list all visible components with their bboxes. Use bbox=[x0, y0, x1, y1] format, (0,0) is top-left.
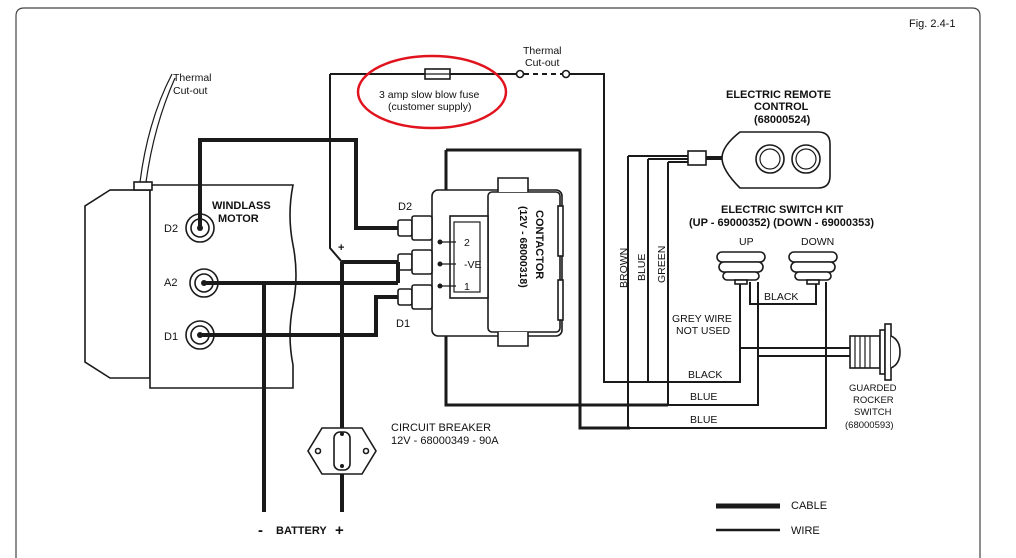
cable-motor-d1 bbox=[200, 295, 398, 337]
thermal-cutout-label: Thermal bbox=[523, 45, 562, 57]
power-cables bbox=[198, 138, 398, 512]
switch-up-label: UP bbox=[739, 236, 754, 248]
guarded-rocker-switch bbox=[849, 323, 901, 381]
wire-label-black: BLACK bbox=[688, 369, 722, 381]
wire-blue-to-down bbox=[630, 282, 827, 429]
wire-thermal-to-brown bbox=[568, 73, 648, 383]
motor-d1-label: D1 bbox=[164, 331, 178, 343]
motor-thermal-leads bbox=[139, 73, 176, 183]
grey-wire-label: GREY WIRE bbox=[672, 313, 732, 325]
legend-wire-label: WIRE bbox=[791, 525, 820, 537]
wire-remote-bundle bbox=[628, 155, 688, 163]
legend: CABLE WIRE bbox=[716, 500, 827, 537]
contactor-term-2-label: 2 bbox=[464, 237, 470, 249]
battery-plus: + bbox=[335, 522, 344, 539]
cable-motor-d2 bbox=[198, 138, 398, 230]
breaker-label-2: 12V - 68000349 - 90A bbox=[391, 435, 499, 447]
thermal-cutout-switch bbox=[515, 69, 571, 79]
thermal-cutout-label-2: Cut-out bbox=[525, 57, 560, 69]
contactor-stud-d2 bbox=[397, 215, 433, 241]
figure-frame bbox=[15, 7, 981, 558]
up-foot-switch bbox=[716, 251, 766, 285]
contactor-d2-label: D2 bbox=[398, 201, 412, 213]
electric-remote-control bbox=[687, 131, 831, 189]
wire-blue-to-up bbox=[668, 282, 759, 406]
contactor-bottom-tab bbox=[497, 332, 529, 347]
wire-label-blue-1: BLUE bbox=[690, 391, 717, 403]
switch-down-label: DOWN bbox=[801, 236, 834, 248]
contactor-label-2: (12V - 68000318) bbox=[517, 206, 529, 288]
remote-label: ELECTRIC REMOTE bbox=[726, 89, 831, 101]
remote-label-3: (68000524) bbox=[754, 114, 811, 126]
battery-minus: - bbox=[258, 522, 263, 539]
contactor-top-tab bbox=[497, 177, 529, 192]
wire-label-blue-2: BLUE bbox=[690, 414, 717, 426]
motor-a2-label: A2 bbox=[164, 277, 177, 289]
circuit-breaker bbox=[307, 427, 377, 475]
wire-label-brown: BROWN bbox=[618, 248, 630, 288]
switch-kit-label: ELECTRIC SWITCH KIT bbox=[721, 204, 843, 216]
motor-title-2: MOTOR bbox=[218, 213, 259, 225]
down-foot-switch bbox=[788, 251, 838, 285]
fuse-label: 3 amp slow blow fuse bbox=[379, 89, 480, 101]
contactor-label: CONTACTOR bbox=[533, 210, 545, 279]
control-wires bbox=[329, 73, 850, 430]
wire-label-blue-vertical: BLUE bbox=[636, 254, 648, 281]
wire-to-rocker bbox=[740, 347, 850, 357]
contactor-term-1-label: 1 bbox=[464, 281, 470, 293]
motor-d2-label: D2 bbox=[164, 223, 178, 235]
fuse-label-2: (customer supply) bbox=[388, 101, 471, 113]
motor-title: WINDLASS bbox=[212, 200, 271, 212]
rocker-label: GUARDED bbox=[849, 383, 897, 394]
contactor-terminal-block bbox=[449, 215, 489, 299]
wire-black-between bbox=[749, 282, 817, 305]
fuse-highlight-ring bbox=[356, 54, 508, 130]
remote-label-2: CONTROL bbox=[754, 101, 809, 113]
contactor-stud-ve bbox=[397, 249, 433, 275]
contactor-stud-d1 bbox=[397, 284, 433, 310]
breaker-label: CIRCUIT BREAKER bbox=[391, 422, 491, 434]
windlass-motor: Thermal Cut-out WINDLASS MOTOR D2 A2 D1 bbox=[84, 72, 297, 389]
contactor-term-ve-label: -VE bbox=[464, 259, 482, 271]
wire-contactor-frame bbox=[446, 148, 630, 430]
legend-cable-label: CABLE bbox=[791, 500, 827, 512]
rocker-label-4: (68000593) bbox=[845, 420, 894, 431]
motor-thermal-label: Thermal bbox=[173, 72, 212, 84]
figure-label: Fig. 2.4-1 bbox=[909, 18, 955, 30]
rocker-label-3: SWITCH bbox=[854, 407, 892, 418]
grey-wire-label-2: NOT USED bbox=[676, 325, 730, 337]
thermal-sensor-block bbox=[133, 181, 153, 191]
contactor: CONTACTOR (12V - 68000318) bbox=[396, 177, 564, 347]
wire-label-green: GREEN bbox=[656, 246, 668, 283]
wire-fuse-feed bbox=[329, 74, 343, 263]
fuse bbox=[424, 68, 451, 80]
motor-end-cap bbox=[84, 189, 151, 379]
switch-kit-label-2: (UP - 69000352) (DOWN - 69000353) bbox=[689, 217, 874, 229]
positive-mark: + bbox=[338, 242, 344, 254]
rocker-label-2: ROCKER bbox=[853, 395, 894, 406]
motor-thermal-label-2: Cut-out bbox=[173, 85, 208, 97]
battery-label: BATTERY bbox=[276, 525, 327, 537]
contactor-d1-label: D1 bbox=[396, 318, 410, 330]
wire-label-black-between: BLACK bbox=[764, 291, 798, 303]
wire-black-to-up bbox=[648, 282, 741, 383]
